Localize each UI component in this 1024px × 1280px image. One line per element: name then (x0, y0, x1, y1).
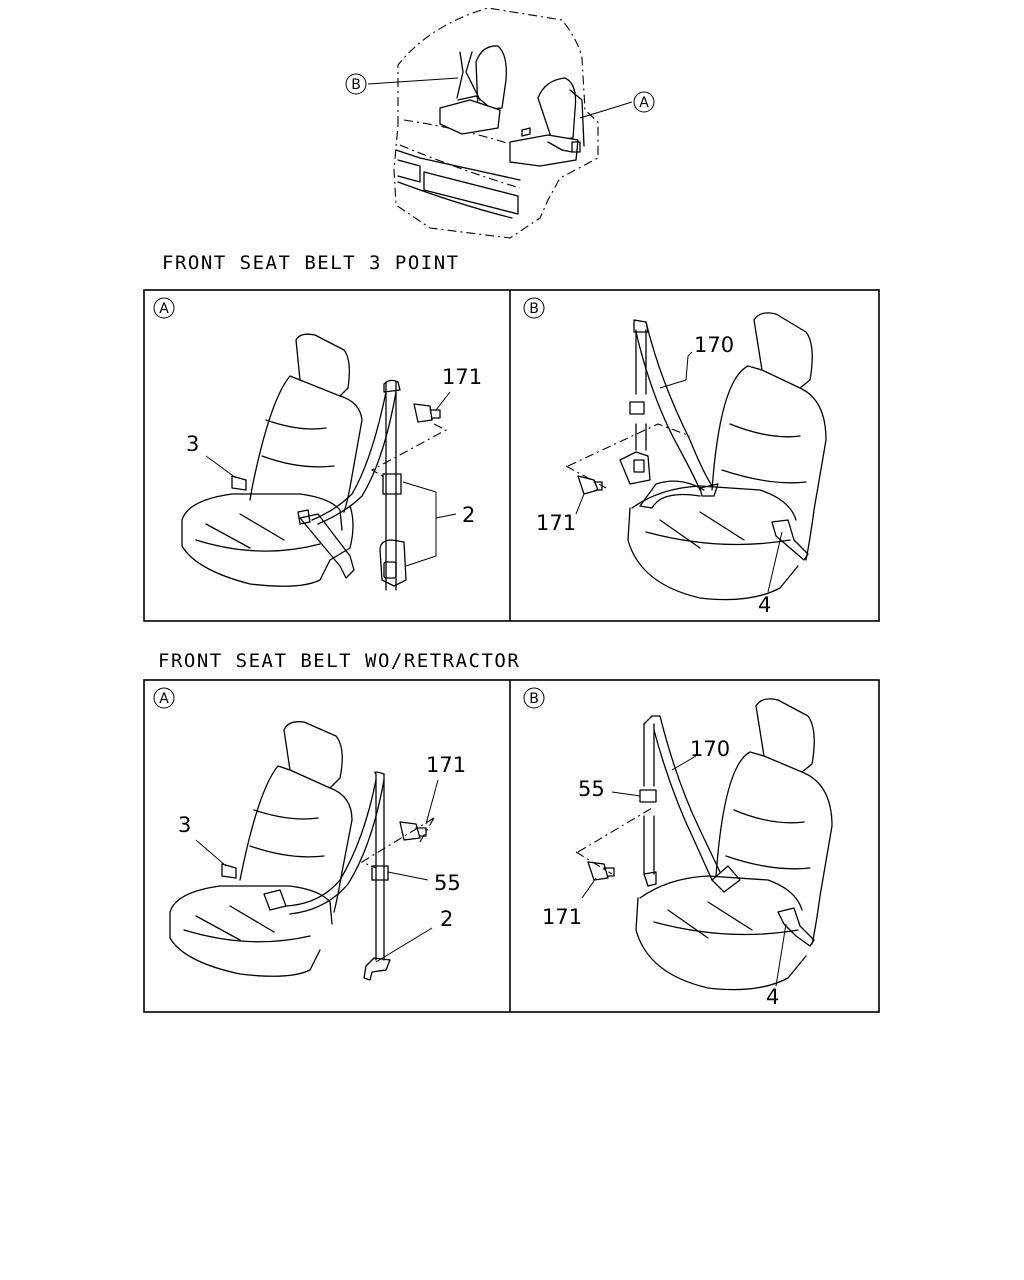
panel-1b-seat-belt-retractor: B 170 (523, 297, 827, 617)
seat-illustration (627, 312, 827, 601)
section-title-wo-retractor: FRONT SEAT BELT WO/RETRACTOR (158, 650, 520, 672)
part-number-label: 170 (690, 737, 730, 761)
part-number-label: 2 (462, 503, 475, 527)
seat-illustration (635, 698, 833, 991)
seat-illustration (181, 333, 363, 587)
section-frame-3-point (143, 289, 880, 622)
part-number-label: 3 (178, 813, 191, 837)
callout-b-letter: B (351, 77, 361, 93)
part-number-label: 4 (758, 593, 771, 617)
panel-marker-a: A (159, 301, 169, 317)
part-number-label: 171 (542, 905, 582, 929)
panel-marker-a: A (159, 691, 169, 707)
part-number-label: 55 (578, 777, 605, 801)
panel-marker-b: B (529, 301, 539, 317)
part-number-label: 170 (694, 333, 734, 357)
section-frame-wo-retractor (143, 679, 880, 1013)
callout-a-letter: A (639, 95, 649, 111)
panel-marker-b: B (529, 691, 539, 707)
panel-2a-seat-belt-no-retractor: A 171 3 55 (153, 687, 466, 981)
panel-1a-seat-belt-retractor: A (153, 297, 482, 591)
section-title-3-point: FRONT SEAT BELT 3 POINT (162, 252, 460, 274)
part-number-label: 171 (426, 753, 466, 777)
part-number-label: 55 (434, 871, 461, 895)
part-number-label: 4 (766, 985, 779, 1009)
panel-2b-seat-belt-no-retractor: B 55 170 171 (523, 687, 833, 1009)
part-number-label: 171 (536, 511, 576, 535)
part-number-label: 3 (186, 432, 199, 456)
part-number-label: 2 (440, 907, 453, 931)
seat-illustration (169, 721, 353, 977)
cab-overview-illustration: B A (345, 7, 655, 239)
part-number-label: 171 (442, 365, 482, 389)
